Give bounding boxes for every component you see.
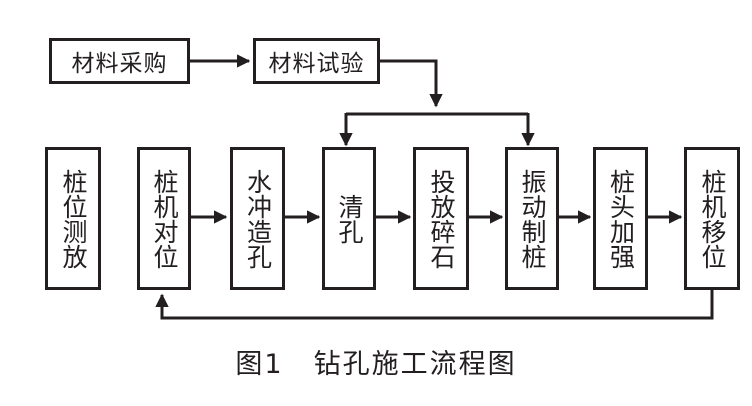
return-loop-arrow [155, 289, 714, 320]
box-rig-positioning: 桩机对位 [137, 147, 191, 290]
box-water-jet-hole: 水冲造孔 [230, 147, 285, 290]
box-pile-head-reinforcement: 桩头加强 [593, 147, 648, 290]
line-testing-out [380, 59, 443, 108]
box-pile-survey: 桩位测放 [45, 147, 101, 290]
pile-survey-label: 桩位测放 [59, 168, 88, 269]
rig-positioning-label: 桩机对位 [150, 168, 179, 269]
figure-number: 图1 [235, 349, 284, 380]
rig-relocation-label: 桩机移位 [698, 168, 727, 269]
box-hole-cleaning: 清孔 [322, 147, 376, 290]
hole-cleaning-label: 清孔 [335, 193, 364, 244]
vibro-pile-label: 振动制桩 [518, 168, 547, 269]
procurement-label: 材料采购 [71, 51, 168, 77]
gravel-feeding-label: 投放碎石 [427, 168, 456, 269]
pile-head-reinforcement-label: 桩头加强 [606, 168, 636, 269]
figure-caption: 图1 钻孔施工流程图 [0, 342, 752, 381]
box-gravel-feeding: 投放碎石 [413, 147, 469, 290]
figure-title: 钻孔施工流程图 [313, 349, 517, 380]
box-procurement: 材料采购 [49, 38, 190, 84]
testing-label: 材料试验 [268, 51, 365, 77]
box-testing: 材料试验 [253, 38, 380, 84]
box-vibro-pile: 振动制桩 [505, 147, 559, 290]
box-rig-relocation: 桩机移位 [684, 147, 740, 290]
water-jet-hole-label: 水冲造孔 [243, 168, 273, 269]
